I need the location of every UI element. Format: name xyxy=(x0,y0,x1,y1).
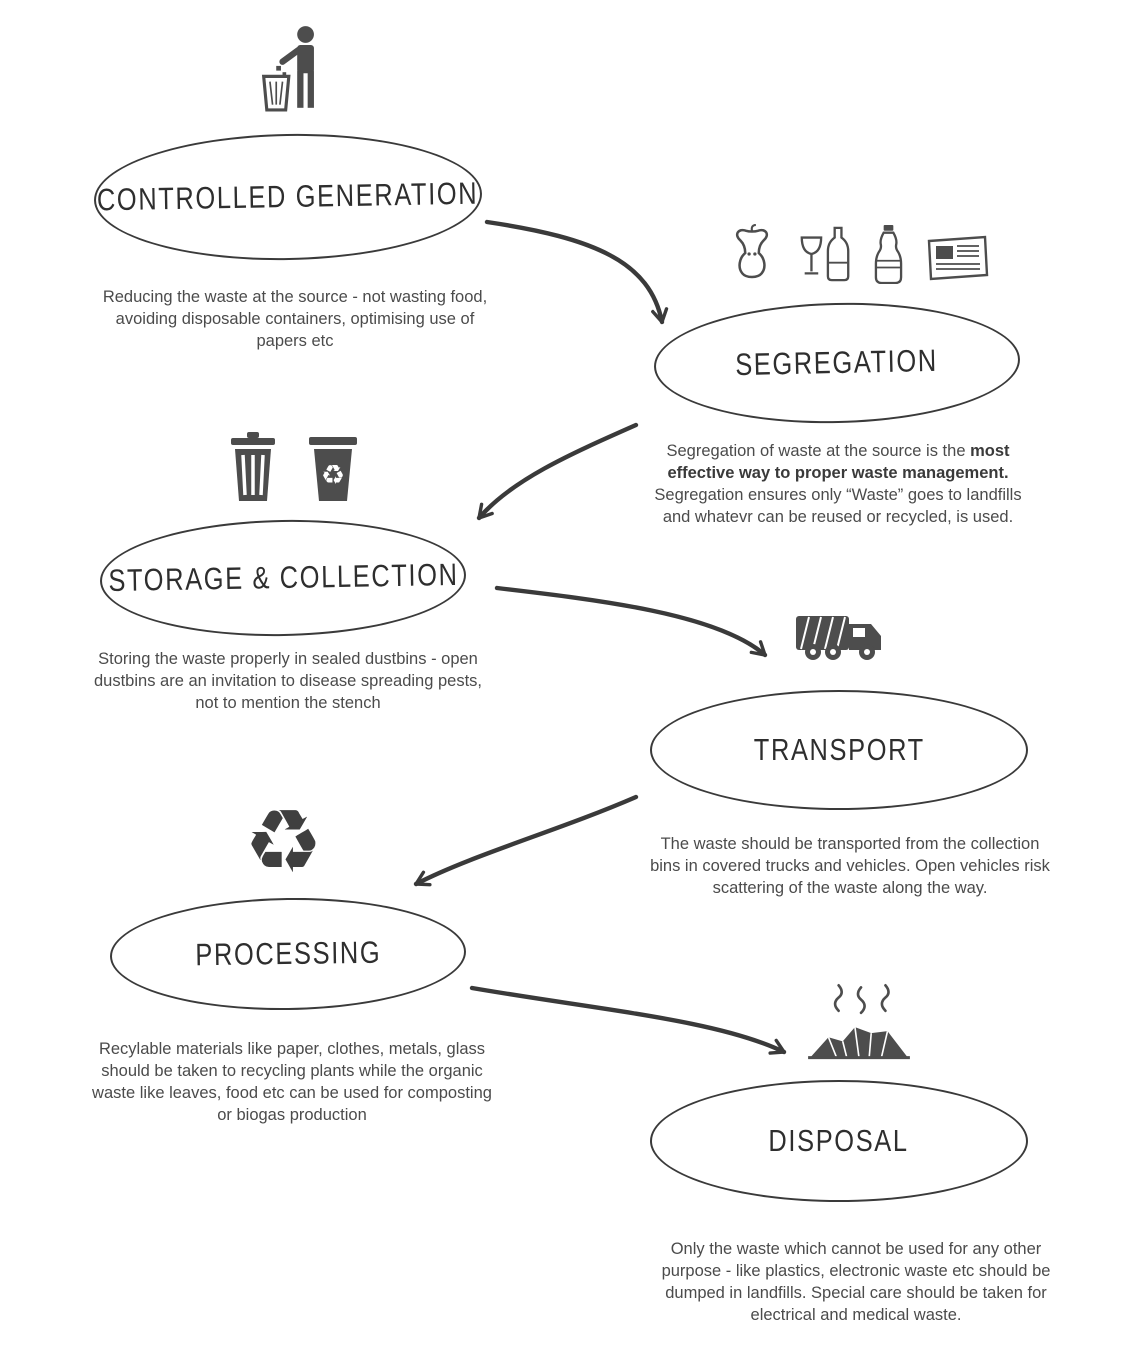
step-description: Reducing the waste at the source - not w… xyxy=(102,288,488,351)
step-title: PROCESSING xyxy=(194,934,382,973)
step-title: STORAGE & COLLECTION xyxy=(107,556,459,599)
desc-bold-text: most effective way to proper waste manag… xyxy=(667,442,1010,483)
desc-text: Segregation of waste at the source is th… xyxy=(666,442,971,460)
step-description: Storing the waste properly in sealed dus… xyxy=(94,650,482,713)
step-bubble-disposal: DISPOSAL xyxy=(650,1080,1028,1202)
waste-types-icons xyxy=(726,224,993,284)
apple-core-icon xyxy=(735,224,769,279)
step-bubble-transport: TRANSPORT xyxy=(650,690,1028,810)
step-description: The waste should be transported from the… xyxy=(650,835,1050,898)
desc-text: Segregation ensures only “Waste” goes to… xyxy=(654,486,1022,527)
arrow-segregation-to-storage xyxy=(476,422,639,521)
step-description: Recylable materials like paper, clothes,… xyxy=(92,1040,492,1125)
arrow-processing-to-disposal xyxy=(469,985,787,1055)
step-description: Segregation of waste at the source is th… xyxy=(642,440,1034,528)
svg-text:♻: ♻ xyxy=(321,460,345,491)
step-title: DISPOSAL xyxy=(768,1123,910,1158)
arrow-storage-to-transport xyxy=(494,585,768,658)
recycle-dustbin-icon: ♻ xyxy=(309,437,357,501)
step-title: CONTROLLED GENERATION xyxy=(97,175,479,218)
throw-waste-person-icon xyxy=(255,24,331,112)
wine-glass-bottle-icon xyxy=(800,226,850,282)
dustbin-icons: ♻ xyxy=(222,428,364,506)
garbage-truck-icon xyxy=(790,604,904,664)
waste-pile-icon xyxy=(802,980,916,1066)
step-title: SEGREGATION xyxy=(735,342,939,383)
step-description: Only the waste which cannot be used for … xyxy=(661,1240,1051,1325)
arrow-transport-to-processing xyxy=(413,794,639,887)
recycling-symbol-icon: ♻ xyxy=(244,790,323,893)
step-title: TRANSPORT xyxy=(753,732,925,767)
plastic-bottle-icon xyxy=(874,224,903,284)
striped-dustbin-icon xyxy=(231,432,275,501)
arrow-generation-to-segregation xyxy=(484,219,669,325)
newspaper-icon xyxy=(927,235,989,281)
